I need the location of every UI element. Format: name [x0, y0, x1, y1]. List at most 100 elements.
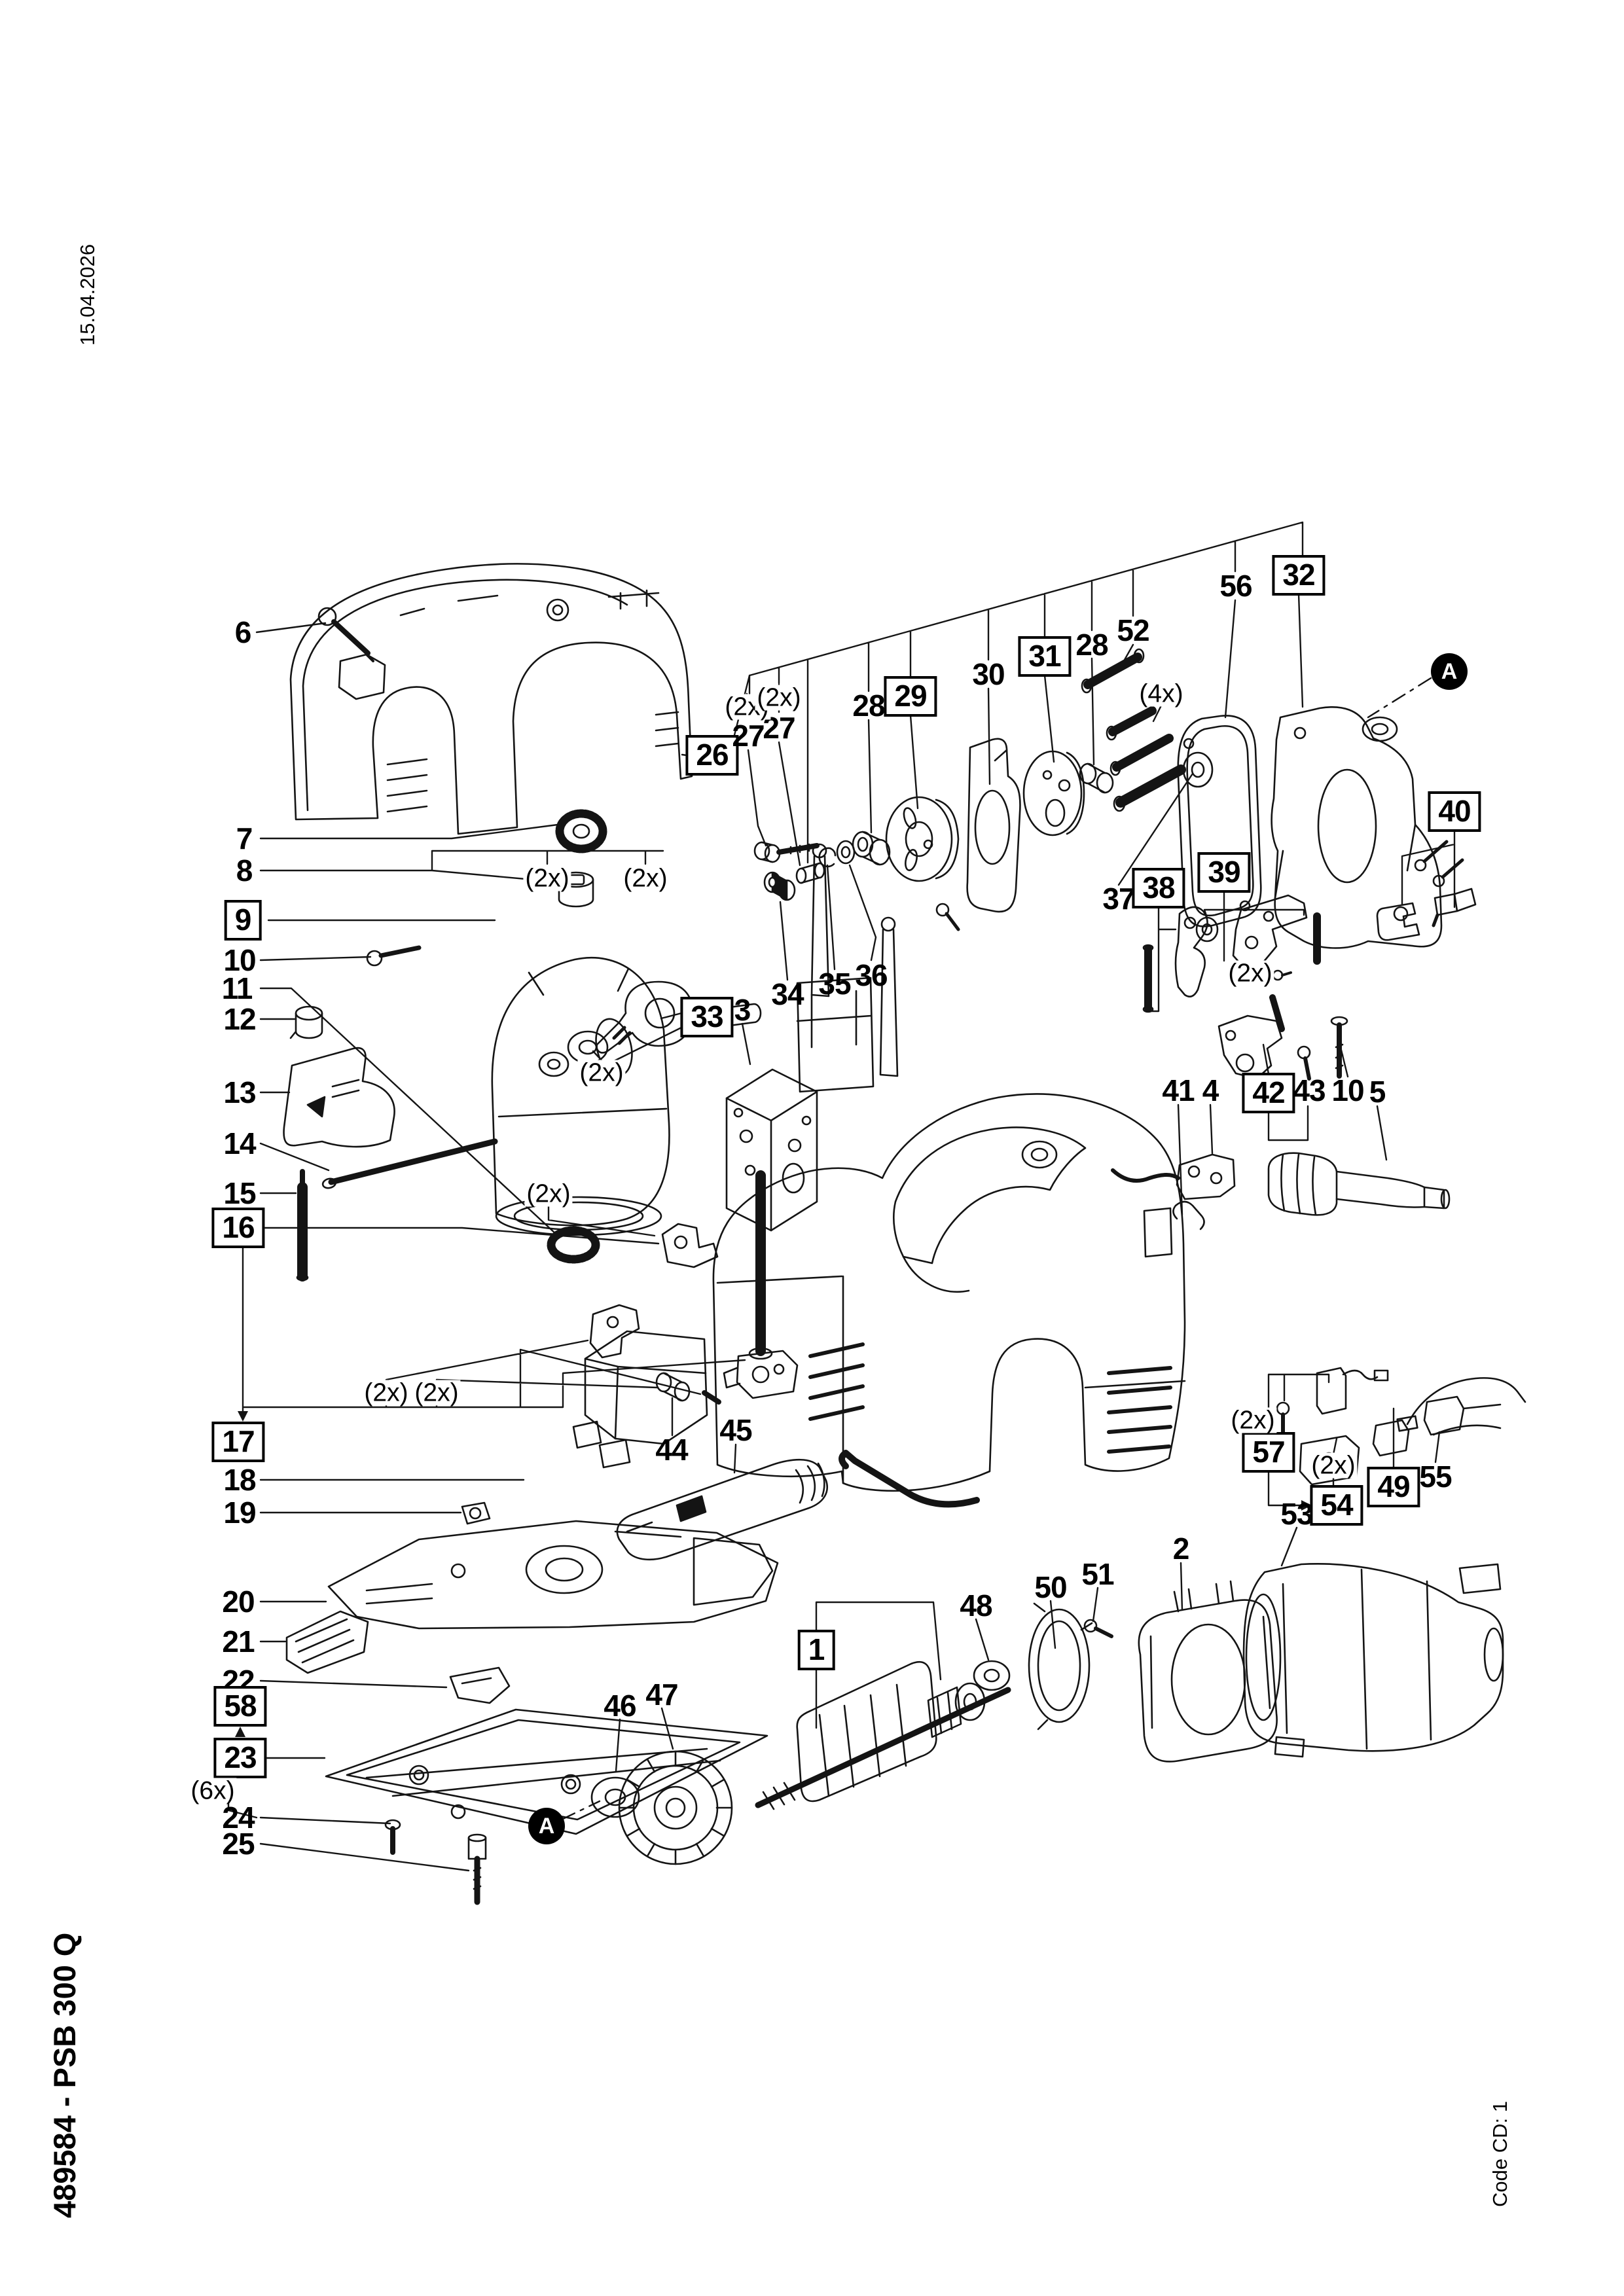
callout-13: 13	[223, 1075, 256, 1109]
callout-36: 36	[855, 958, 888, 992]
callout-45: 45	[719, 1413, 752, 1447]
multiplier-2x: (2x)	[1229, 1407, 1277, 1433]
callout-27: 27	[732, 719, 765, 753]
part-guard-30	[966, 738, 1021, 913]
callout-8: 8	[236, 853, 253, 888]
part-motor-housing-53	[1242, 1563, 1504, 1758]
part-nut-7	[555, 809, 607, 853]
callout-17: 17	[211, 1422, 265, 1462]
multiplier-2x: (2x)	[524, 1181, 573, 1207]
callout-1: 1	[797, 1630, 835, 1670]
callout-55: 55	[1419, 1460, 1452, 1494]
part-snap-ring-35	[818, 847, 837, 868]
callout-50: 50	[1034, 1570, 1067, 1604]
multiplier-2x: (2x)	[577, 1060, 626, 1086]
part-screw-25	[467, 1833, 487, 1905]
callout-47: 47	[645, 1677, 678, 1712]
callout-23: 23	[213, 1738, 267, 1778]
callout-2: 2	[1172, 1532, 1190, 1566]
callout-5: 5	[1369, 1075, 1386, 1109]
part-pin-27b	[795, 862, 825, 884]
callout-46: 46	[604, 1689, 636, 1723]
part-rod-14	[321, 1138, 498, 1189]
callout-10: 10	[223, 943, 256, 977]
part-grip-45	[616, 1458, 828, 1561]
part-bushing-28b	[1079, 762, 1114, 794]
multiplier-6x: (6x)	[189, 1778, 237, 1804]
part-pin-15	[296, 1169, 309, 1282]
part-guard-13	[283, 1047, 395, 1148]
multiplier-2x: (2x)	[523, 865, 571, 891]
callout-15: 15	[223, 1176, 256, 1210]
callout-12: 12	[223, 1002, 256, 1036]
multiplier-2x: (2x)	[362, 1380, 410, 1406]
callout-26: 26	[685, 735, 739, 776]
callout-53: 53	[1280, 1497, 1313, 1531]
part-brush-group-57	[1276, 1367, 1410, 1486]
part-cord-sleeve-5	[1267, 1152, 1451, 1216]
part-armature-1	[755, 1660, 1011, 1810]
part-bearing-46	[590, 1776, 640, 1818]
callout-52: 52	[1117, 613, 1149, 647]
callout-28: 28	[852, 689, 885, 723]
callout-10: 10	[1331, 1073, 1364, 1107]
callout-21: 21	[222, 1624, 255, 1659]
callout-25: 25	[222, 1827, 255, 1861]
part-wrench-18	[839, 1450, 980, 1508]
part-clamp-22	[449, 1666, 511, 1704]
callout-7: 7	[236, 821, 253, 855]
callout-6: 6	[234, 615, 252, 649]
part-pin-52	[1081, 648, 1145, 694]
callout-56: 56	[1219, 569, 1252, 603]
callout-49: 49	[1367, 1467, 1420, 1507]
callout-33: 33	[680, 997, 734, 1037]
part-housing-left-shell	[289, 563, 693, 835]
callout-20: 20	[222, 1585, 255, 1619]
part-screw-6	[317, 607, 374, 662]
part-cap-12	[289, 1005, 323, 1039]
callout-51: 51	[1081, 1557, 1114, 1591]
part-bushing-34	[763, 871, 796, 901]
part-gear-head-20	[327, 1520, 779, 1630]
callout-16: 16	[211, 1208, 265, 1248]
part-base-plate-23	[325, 1708, 768, 1835]
multiplier-2x: (2x)	[621, 865, 670, 891]
part-cord-clip-40	[1376, 840, 1477, 941]
part-clip-41	[1172, 1200, 1205, 1230]
callout-32: 32	[1272, 555, 1326, 596]
part-gear-housing-32	[1271, 706, 1443, 949]
callout-19: 19	[223, 1496, 256, 1530]
callout-11: 11	[221, 971, 253, 1005]
section-marker-A: A	[528, 1808, 565, 1844]
callout-54: 54	[1310, 1485, 1363, 1526]
callout-14: 14	[223, 1126, 256, 1160]
callout-40: 40	[1428, 791, 1481, 832]
callout-29: 29	[884, 676, 937, 717]
callout-43: 43	[1293, 1073, 1326, 1107]
callout-35: 35	[818, 967, 851, 1001]
multiplier-2x: (2x)	[412, 1380, 461, 1406]
callout-34: 34	[771, 977, 804, 1011]
multiplier-2x: (2x)	[1226, 960, 1274, 986]
multiplier-2x: (2x)	[1309, 1452, 1358, 1479]
callout-41: 41	[1162, 1073, 1195, 1107]
callout-58: 58	[213, 1686, 267, 1727]
part-fan-gear-47	[618, 1750, 733, 1865]
part-insert-21	[285, 1610, 369, 1674]
part-screw-27	[753, 841, 820, 863]
part-screw-24	[384, 1819, 401, 1855]
callout-31: 31	[1018, 636, 1072, 677]
callout-9: 9	[224, 900, 262, 941]
callout-37: 37	[1102, 882, 1135, 916]
part-pins-4x	[1106, 706, 1186, 812]
callout-24: 24	[222, 1801, 255, 1835]
callout-4: 4	[1202, 1073, 1219, 1107]
part-main-body-housing	[712, 1093, 1186, 1492]
part-screw-10	[366, 945, 422, 967]
part-screw-51	[1083, 1619, 1113, 1638]
part-bearing-48	[973, 1660, 1011, 1691]
part-bearing-cover-9	[491, 956, 670, 1264]
